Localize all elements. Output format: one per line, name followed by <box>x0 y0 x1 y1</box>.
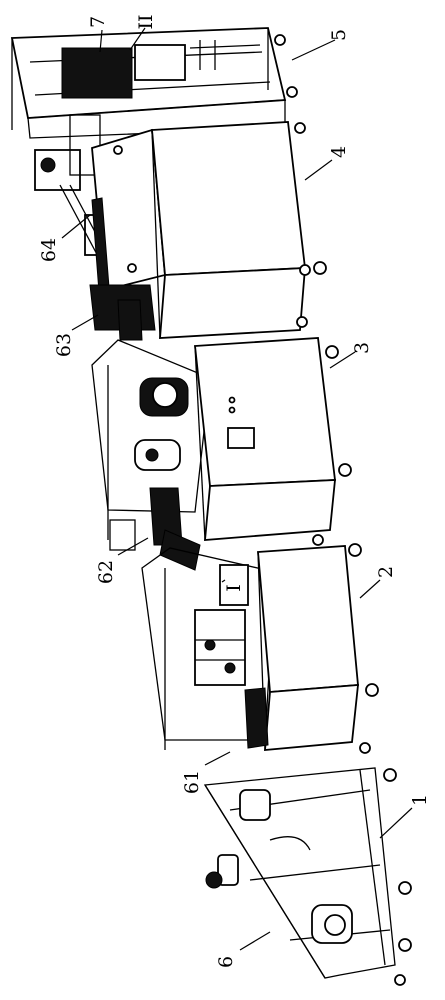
label-6: 6 <box>215 956 237 968</box>
label-7: 7 <box>87 16 109 28</box>
unit-4-box <box>91 121 327 339</box>
label-5: 5 <box>328 29 350 41</box>
label-64: 64 <box>38 238 60 262</box>
label-II: II <box>135 14 157 29</box>
unit-3-frame <box>91 337 352 551</box>
belt-63 <box>89 284 156 341</box>
unit-7-stack <box>61 47 133 99</box>
label-3: 3 <box>351 342 373 354</box>
label-4: 4 <box>328 146 350 158</box>
gripper-assembly <box>194 609 246 686</box>
unit-I-module <box>219 564 249 606</box>
label-1: 1 <box>409 794 431 806</box>
unit-2-frame <box>141 543 379 754</box>
unit-5-frame <box>10 27 306 139</box>
unit-1-frame <box>203 767 412 986</box>
unit-II-module <box>134 44 186 81</box>
label-2: 2 <box>375 566 397 578</box>
label-61: 61 <box>181 770 203 794</box>
control-panel <box>227 427 255 449</box>
label-I: I <box>223 584 245 592</box>
label-62: 62 <box>95 560 117 584</box>
label-63: 63 <box>53 333 75 357</box>
